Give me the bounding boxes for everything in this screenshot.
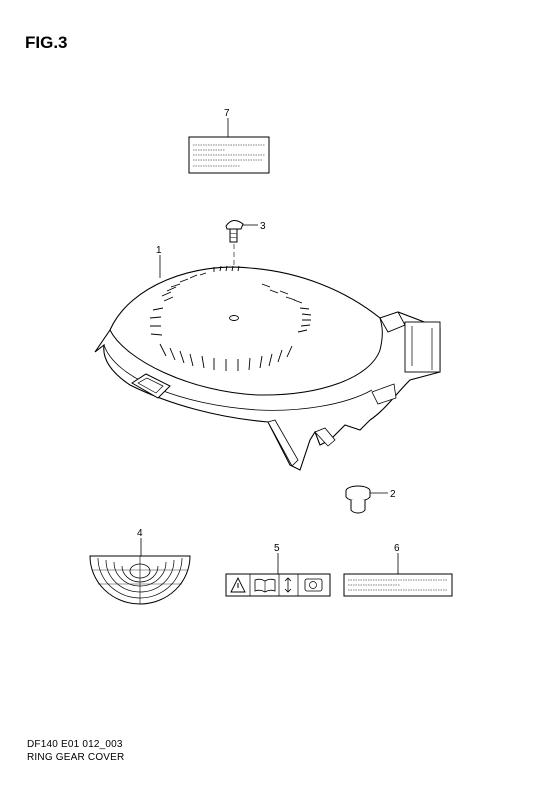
callout-7[interactable]: 7 bbox=[224, 108, 230, 119]
diagram-code: DF140 E01 012_003 bbox=[27, 739, 123, 750]
part-5-warning-decal[interactable] bbox=[225, 573, 331, 597]
callout-6[interactable]: 6 bbox=[394, 543, 400, 554]
part-7-label[interactable] bbox=[188, 136, 270, 174]
part-3-screw[interactable] bbox=[225, 220, 244, 243]
callout-2[interactable]: 2 bbox=[390, 489, 396, 500]
up-down-arrows-icon bbox=[284, 577, 292, 593]
engine-icon bbox=[304, 578, 323, 592]
part-4-decal[interactable] bbox=[89, 555, 191, 605]
callout-1[interactable]: 1 bbox=[156, 245, 162, 256]
callout-4[interactable]: 4 bbox=[137, 528, 143, 539]
part-2-plug[interactable] bbox=[345, 485, 371, 514]
callout-5[interactable]: 5 bbox=[274, 543, 280, 554]
part-6-strip-label[interactable] bbox=[343, 573, 453, 597]
callout-3[interactable]: 3 bbox=[260, 221, 266, 232]
figure-label: FIG.3 bbox=[25, 33, 68, 52]
diagram-caption: RING GEAR COVER bbox=[27, 752, 125, 763]
part-1-ring-gear-cover[interactable] bbox=[94, 265, 441, 471]
